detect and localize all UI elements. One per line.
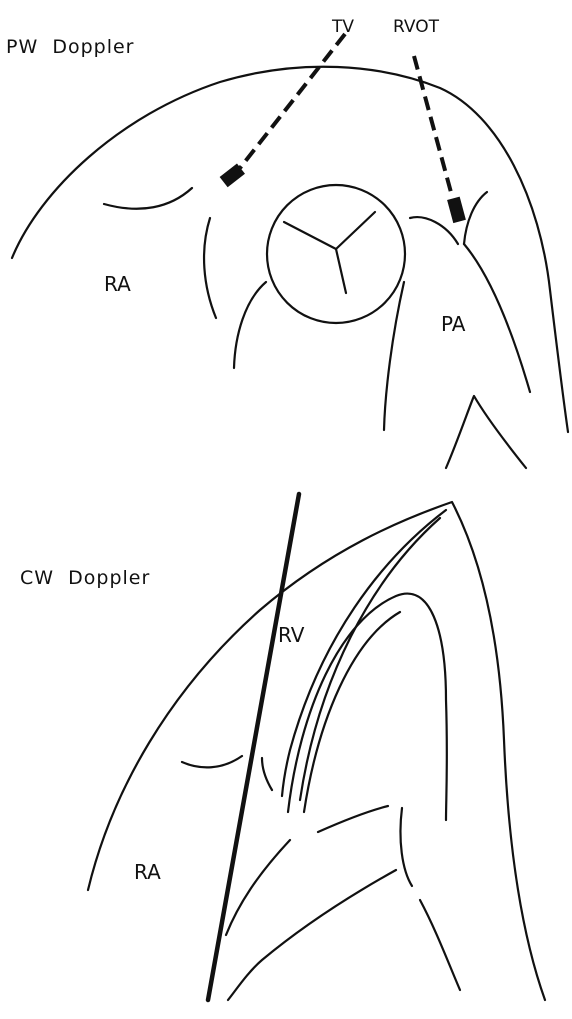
pw-pa-label: PA [441, 312, 466, 336]
cw-ra-upper-arc [182, 756, 242, 767]
pw-rvot-sample-volume [447, 197, 466, 224]
cw-rv-wall-inner [300, 518, 440, 800]
pw-outer-contour [12, 67, 568, 432]
pw-tv-probe-line [240, 34, 345, 168]
pw-ra-upper-arc [104, 188, 192, 209]
pw-aortic-valve-ring [267, 185, 405, 323]
pw-aortic-cusp-c [336, 249, 346, 293]
pw-aortic-cusp-a [284, 222, 336, 249]
cw-septum-inner [304, 612, 400, 812]
cw-doppler-title: CW Doppler [20, 567, 150, 589]
cw-septum-outer [288, 594, 447, 820]
pw-tv-label: TV [331, 17, 354, 37]
cw-rv-label: RV [278, 623, 305, 647]
pw-aortic-wall-right [384, 282, 404, 430]
cw-doppler-beam [208, 494, 299, 1000]
cw-ra-label: RA [134, 860, 161, 884]
pw-pa-bifurcation [446, 396, 526, 468]
cw-tv-leaflet-mid [318, 806, 388, 832]
cw-doppler-panel: CW Doppler RV RA [20, 494, 545, 1000]
cw-la-lower-wall [228, 870, 396, 1000]
cw-rv-wall-outer [282, 510, 446, 796]
pw-rvot-left-arc [410, 217, 458, 244]
pw-aortic-cusp-b [336, 212, 375, 249]
pw-rvot-right-arc [464, 192, 487, 244]
pw-ra-inner-arc [204, 218, 216, 318]
pw-doppler-panel: PW Doppler TV RVOT RA PA [6, 17, 568, 468]
pw-pa-right-wall [464, 244, 530, 392]
cw-mitral-arc [400, 808, 412, 886]
pw-aortic-wall-left [234, 282, 266, 368]
pw-ra-label: RA [104, 272, 131, 296]
cw-right-lower-wall [420, 900, 460, 990]
pw-rvot-label: RVOT [393, 17, 440, 37]
pw-rvot-probe-line [414, 56, 452, 196]
cw-tv-leaflet-left [262, 758, 272, 790]
pw-doppler-title: PW Doppler [6, 36, 134, 58]
